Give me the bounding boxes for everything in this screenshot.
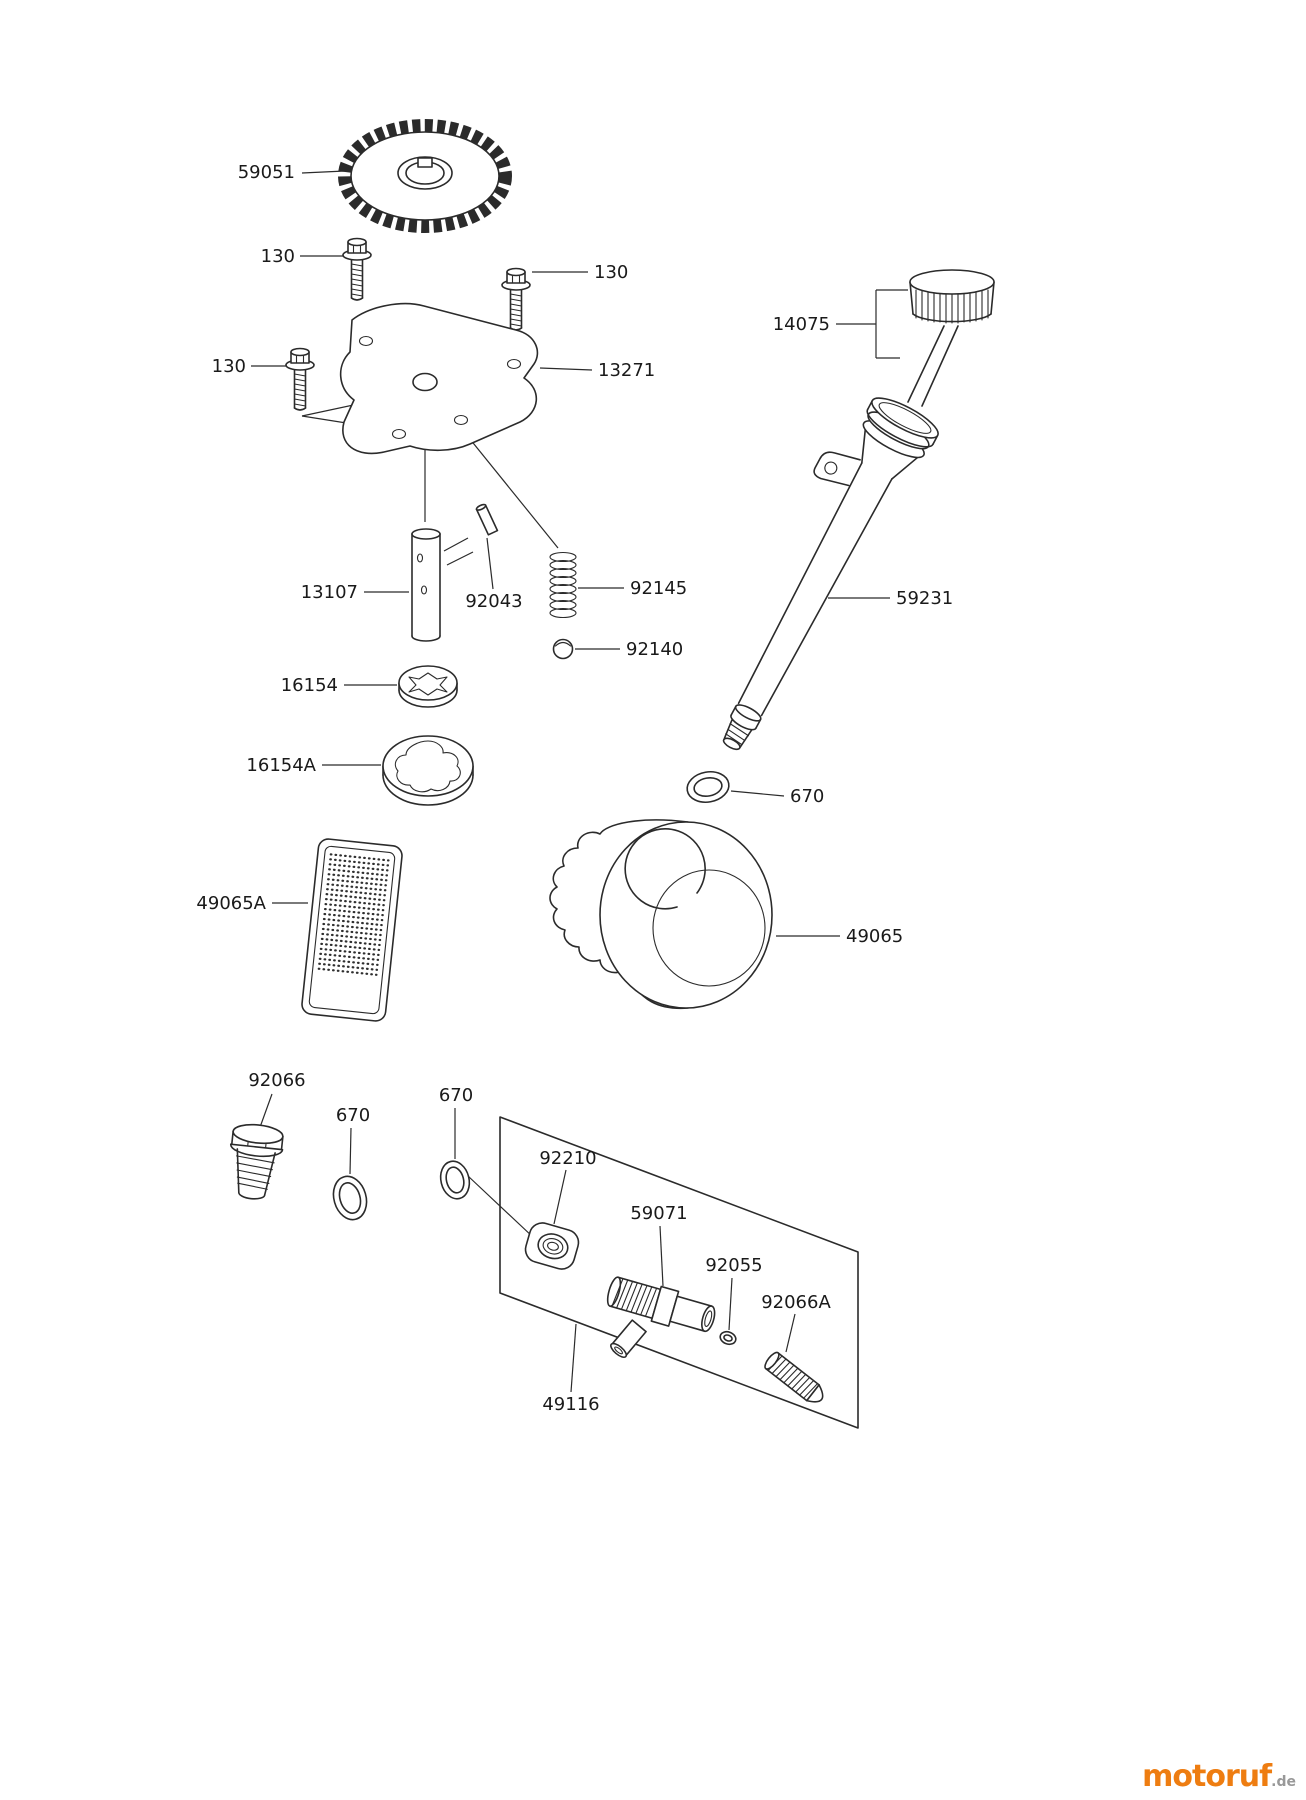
oil-filter	[549, 819, 773, 1010]
callout-oring-fitting: 670	[439, 1085, 473, 1106]
tube-oring	[686, 770, 730, 804]
callout-inner-rotor: 16154	[281, 675, 338, 696]
pump-shaft	[411, 528, 441, 642]
flange-bolt-top	[342, 237, 372, 301]
callout-pin: 92043	[465, 591, 522, 612]
watermark-brand: motoruf	[1142, 1759, 1272, 1794]
small-oring	[719, 1330, 737, 1346]
callout-fitting-nut: 92210	[539, 1148, 596, 1169]
fitting-nut	[524, 1222, 580, 1270]
callout-fitting-assembly: 49116	[542, 1394, 599, 1415]
callout-plate: 13271	[598, 360, 655, 381]
callout-oil-filter: 49065	[846, 926, 903, 947]
callout-oring-drain: 670	[336, 1105, 370, 1126]
oil-filler-cap	[907, 269, 995, 407]
bypass-plug	[764, 1351, 824, 1403]
callout-small-ring: 92055	[705, 1255, 762, 1276]
oil-passage-fitting	[606, 1276, 716, 1359]
callout-gear: 59051	[238, 162, 295, 183]
pump-cover-plate	[339, 302, 539, 455]
callout-drain-plug: 92066	[248, 1070, 305, 1091]
callout-oring-tube: 670	[790, 786, 824, 807]
callout-screen: 49065A	[196, 893, 266, 914]
callout-shaft: 13107	[301, 582, 358, 603]
watermark-suffix: .de	[1271, 1774, 1296, 1790]
callout-bolt-right: 130	[594, 262, 628, 283]
oil-screen	[301, 838, 403, 1022]
callout-spring: 92145	[630, 578, 687, 599]
fitting-oring	[439, 1160, 471, 1200]
pump-outer-rotor	[382, 735, 474, 806]
pump-inner-rotor	[398, 665, 458, 708]
callout-oil-cap: 14075	[773, 314, 830, 335]
callout-bolt-left: 130	[212, 356, 246, 377]
flange-bolt-right	[501, 267, 531, 331]
check-ball	[552, 638, 574, 660]
assembly-box	[499, 1116, 859, 1429]
callout-dipstick-tube: 59231	[896, 588, 953, 609]
drive-pin	[475, 503, 499, 536]
flange-bolt-left	[285, 347, 315, 411]
drain-oring	[332, 1175, 368, 1221]
callout-bypass-plug: 92066A	[761, 1292, 831, 1313]
callout-ball: 92140	[626, 639, 683, 660]
relief-spring	[549, 551, 577, 619]
oil-level-gauge-tube	[722, 397, 939, 751]
callout-labels: 59051 130 130 130 13271 14075 59231 1310…	[196, 162, 953, 1415]
callout-bolt-top: 130	[261, 246, 295, 267]
drain-plug	[229, 1123, 284, 1200]
watermark-logo: motoruf.de	[1142, 1759, 1296, 1794]
oil-pump-gear	[338, 119, 512, 233]
callout-outer-rotor: 16154A	[246, 755, 316, 776]
callout-fitting-body: 59071	[630, 1203, 687, 1224]
